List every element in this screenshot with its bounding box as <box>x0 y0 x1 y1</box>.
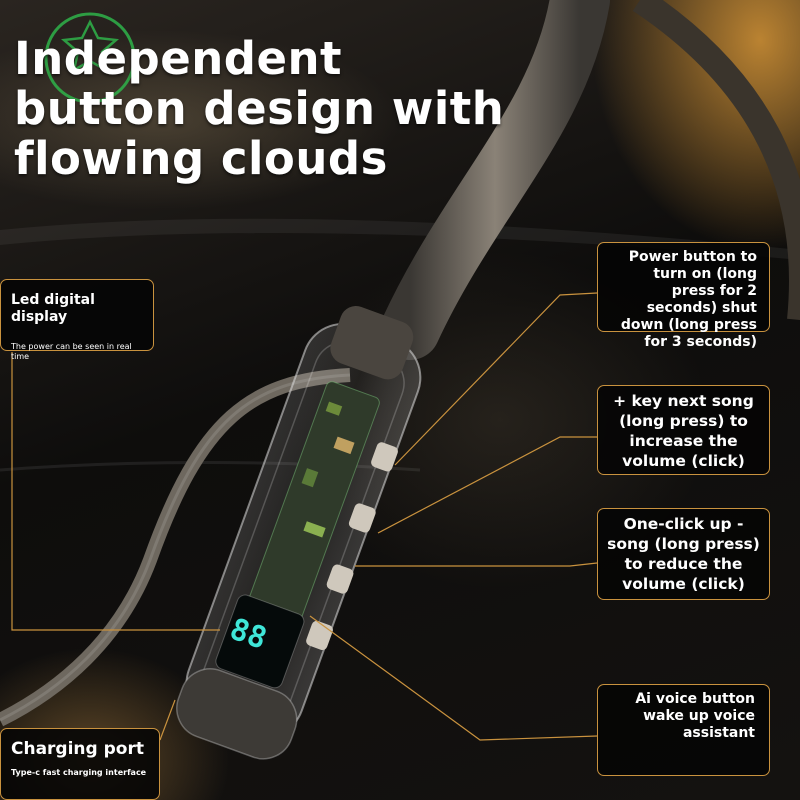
leader-lines <box>11 292 598 741</box>
callout-led-display-subtitle: The power can be seen in real time <box>11 342 132 361</box>
callout-charging-port-subtitle: Type-c fast charging interface <box>11 768 147 777</box>
headline-line-3: flowing clouds <box>14 132 388 185</box>
headline-line-1: Independent <box>14 32 343 85</box>
callout-minus-key: One-click up - song (long press) to redu… <box>597 508 770 600</box>
control-module <box>176 305 422 760</box>
callout-charging-port-title: Charging port <box>11 739 144 759</box>
callout-plus-key: + key next song (long press) to increase… <box>597 385 770 475</box>
callout-minus-key-text: One-click up - song (long press) to redu… <box>607 515 760 593</box>
callout-led-display: Led digital display The power can be see… <box>0 279 154 361</box>
callout-plus-key-text: + key next song (long press) to increase… <box>613 392 754 470</box>
callout-led-display-title: Led digital display <box>11 292 95 325</box>
callout-power-button-text: Power button to turn on (long press for … <box>620 249 757 350</box>
neckband <box>380 0 610 360</box>
callout-ai-voice: Ai voice button wake up voice assistant <box>597 684 770 776</box>
callout-power-button: Power button to turn on (long press for … <box>597 242 770 350</box>
callout-charging-port: Charging port Type-c fast charging inter… <box>0 728 160 800</box>
brand-logo <box>44 12 136 104</box>
headline-line-2: button design with <box>14 82 505 135</box>
headband-arc <box>632 0 800 320</box>
callout-ai-voice-text: Ai voice button wake up voice assistant <box>635 691 755 741</box>
headline: Independent button design with flowing c… <box>14 34 504 184</box>
cable <box>0 368 351 727</box>
